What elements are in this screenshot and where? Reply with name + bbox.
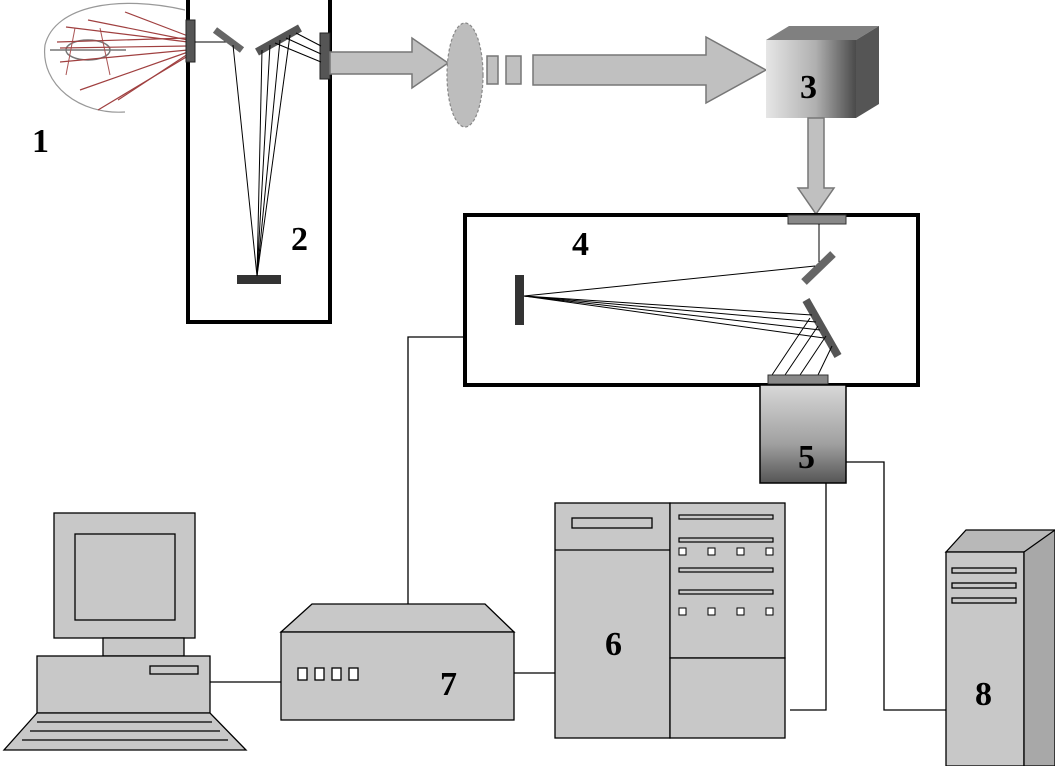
- beam-arrow-1: [329, 36, 450, 90]
- label-1: 1: [32, 123, 49, 160]
- label-2: 2: [291, 221, 308, 258]
- computer: [2, 512, 248, 751]
- sample-cube: [766, 26, 879, 118]
- label-8: 8: [975, 676, 992, 713]
- electronics-rack: [554, 502, 786, 739]
- label-3: 3: [800, 69, 817, 106]
- label-7: 7: [440, 666, 457, 703]
- label-6: 6: [605, 626, 622, 663]
- focusing-lens: [446, 22, 484, 128]
- server-tower: [944, 529, 1055, 766]
- connection-cables: [210, 336, 946, 711]
- spectrometer: [463, 213, 920, 387]
- label-5: 5: [798, 439, 815, 476]
- detector: [759, 384, 847, 484]
- beam-arrow-3: [796, 117, 836, 216]
- beam-arrow-2: [532, 35, 768, 105]
- beam-segments: [486, 55, 522, 85]
- controller-unit: [279, 603, 516, 721]
- lamp-source: [44, 2, 189, 113]
- label-4: 4: [572, 226, 589, 263]
- monochromator: [185, 0, 332, 324]
